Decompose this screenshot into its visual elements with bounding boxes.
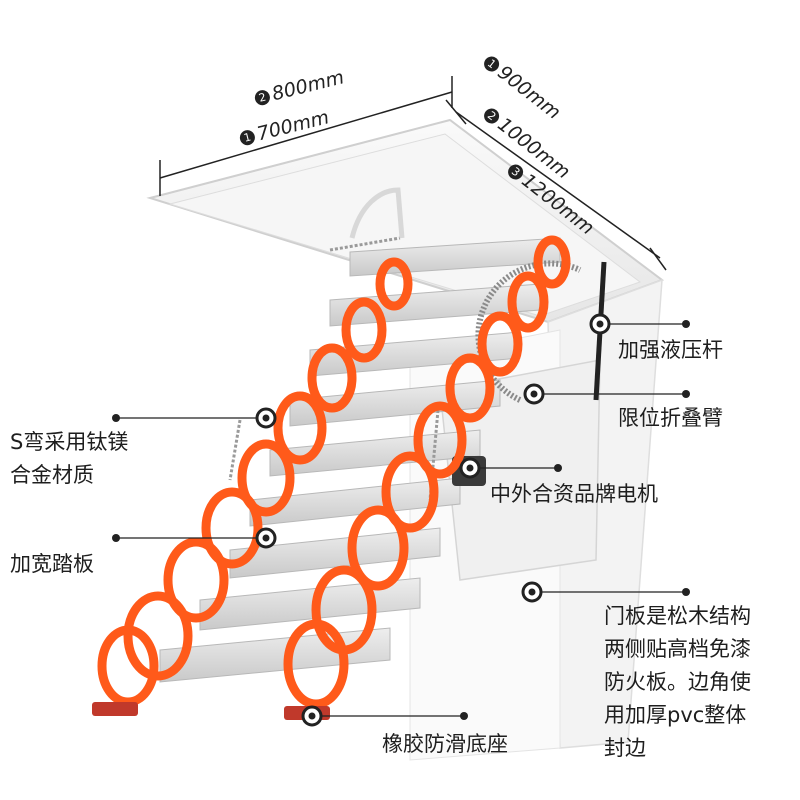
callout-line: 封边 <box>604 736 646 760</box>
dimension-marker: 1 <box>238 128 257 147</box>
callout-line: 两侧贴高档免漆 <box>604 637 751 661</box>
s-frame-right <box>283 235 571 709</box>
callout-folding-arm: 限位折叠臂 <box>618 406 723 430</box>
callout-alloy-material: S弯采用钛镁 合金材质 <box>10 426 128 492</box>
callout-line: 合金材质 <box>10 463 94 487</box>
callout-tread: 加宽踏板 <box>10 552 94 576</box>
dimension-marker: 2 <box>253 88 272 107</box>
width-dimension-line <box>159 76 453 196</box>
callout-motor: 中外合资品牌电机 <box>490 482 658 506</box>
callout-marker-dots <box>262 320 604 720</box>
callout-line: 用加厚pvc整体 <box>604 703 747 727</box>
length-dimension-line <box>445 99 667 271</box>
callout-line: 门板是松木结构 <box>604 604 751 628</box>
callout-rubber-base: 橡胶防滑底座 <box>382 732 508 756</box>
lid-handle <box>349 187 405 239</box>
callout-endpoints <box>112 320 690 720</box>
callout-door-panel: 门板是松木结构 两侧贴高档免漆 防火板。边角使 用加厚pvc整体 封边 <box>604 600 751 765</box>
callout-hydraulic-rod: 加强液压杆 <box>618 338 723 362</box>
rubber-foot-left <box>92 702 138 716</box>
callout-line: S弯采用钛镁 <box>10 430 129 454</box>
callout-leaders <box>116 323 686 717</box>
s-frame-left <box>97 257 413 707</box>
callout-line: 防火板。边角使 <box>604 670 751 694</box>
folding-arm-gear <box>475 260 582 403</box>
